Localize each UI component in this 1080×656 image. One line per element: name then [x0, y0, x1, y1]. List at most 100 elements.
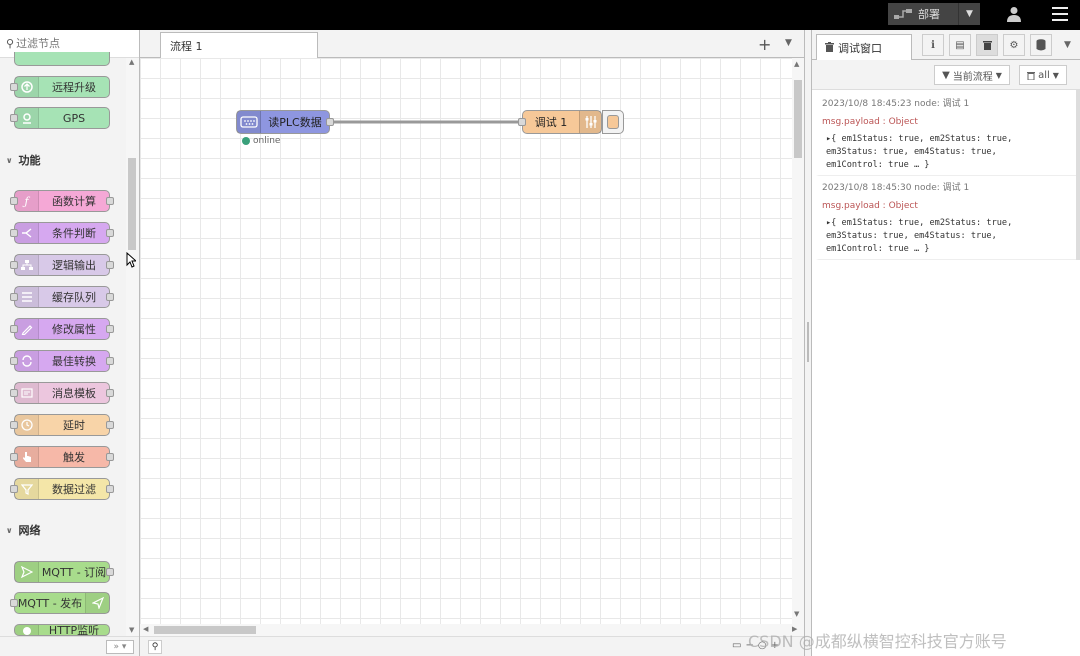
- gps-icon: [15, 108, 39, 128]
- palette-node-delay[interactable]: 延时: [10, 414, 114, 436]
- gear-icon: ⚙: [1009, 39, 1019, 51]
- palette-node-logic[interactable]: 逻辑输出: [10, 254, 114, 276]
- sidebar-more-dropdown-icon[interactable]: ▼: [1064, 40, 1071, 50]
- palette-node-switch[interactable]: 条件判断: [10, 222, 114, 244]
- scroll-down-icon[interactable]: ▼: [794, 610, 800, 618]
- scroll-down-icon[interactable]: ▼: [129, 626, 135, 634]
- delay-icon: [15, 415, 39, 435]
- zoom-reset-icon[interactable]: ○: [757, 640, 767, 651]
- debug-message-topic: msg.payload : Object: [822, 117, 918, 127]
- palette-node-trigger[interactable]: 触发: [10, 446, 114, 468]
- canvas-horizontal-scrollbar[interactable]: ◀ ▶: [140, 624, 804, 636]
- add-flow-button[interactable]: +: [758, 35, 772, 54]
- change-icon: [15, 319, 39, 339]
- tab-debug-icon[interactable]: [976, 34, 998, 56]
- canvas-hscroll-thumb[interactable]: [154, 626, 256, 634]
- flow-canvas[interactable]: 读PLC数据 online 调试 1: [140, 58, 792, 624]
- zoom-out-icon[interactable]: −: [745, 640, 754, 651]
- node-status-label: online: [253, 136, 281, 146]
- debug-message[interactable]: 2023/10/8 18:45:30 node: 调试 1 msg.payloa…: [816, 176, 1076, 260]
- filter-current-flow-button[interactable]: ▼ 当前流程 ▼: [934, 65, 1010, 85]
- function-icon: ƒ: [15, 191, 39, 211]
- palette-node-queue[interactable]: 缓存队列: [10, 286, 114, 308]
- canvas-vscroll-thumb[interactable]: [794, 80, 802, 158]
- filter-icon: ▼: [942, 69, 950, 81]
- database-icon: [1036, 39, 1046, 51]
- debug-message-meta: 2023/10/8 18:45:30 node: 调试 1: [822, 183, 970, 193]
- tab-info[interactable]: i: [922, 34, 944, 56]
- input-port: [10, 325, 18, 333]
- palette-node-partial[interactable]: [14, 52, 110, 66]
- tab-debug[interactable]: 调试窗口: [816, 34, 912, 61]
- input-port: [10, 485, 18, 493]
- user-button[interactable]: [1000, 3, 1028, 25]
- clear-messages-button[interactable]: all ▼: [1019, 65, 1067, 85]
- tab-config[interactable]: ⚙: [1003, 34, 1025, 56]
- scroll-left-icon[interactable]: ◀: [143, 625, 149, 633]
- book-icon: ▤: [955, 39, 965, 51]
- tab-help[interactable]: ▤: [949, 34, 971, 56]
- info-icon: i: [931, 39, 935, 51]
- search-icon: ⚲: [6, 37, 15, 50]
- canvas-vertical-scrollbar[interactable]: ▲ ▼: [792, 58, 804, 624]
- palette-node-http[interactable]: HTTP监听: [14, 624, 110, 636]
- scroll-up-icon[interactable]: ▲: [794, 60, 800, 68]
- input-port: [10, 83, 18, 91]
- search-icon[interactable]: ⚲: [148, 640, 162, 654]
- debug-scrollbar[interactable]: [1076, 90, 1080, 260]
- splitter-grip[interactable]: [807, 322, 809, 362]
- palette-node-remote-upgrade[interactable]: 远程升级: [10, 76, 110, 98]
- debug-message[interactable]: 2023/10/8 18:45:23 node: 调试 1 msg.payloa…: [816, 92, 1076, 176]
- node-palette: ⚲ 远程升级 GPS ∨ 功能 ƒ 函数计算 条件判断 逻辑输出 缓存队列: [0, 30, 140, 656]
- user-icon: [1007, 7, 1021, 22]
- scroll-right-icon[interactable]: ▶: [792, 625, 798, 633]
- palette-node-function[interactable]: ƒ 函数计算: [10, 190, 114, 212]
- palette-node-filter[interactable]: 数据过滤: [10, 478, 114, 500]
- deploy-dropdown-icon[interactable]: ▼: [958, 3, 980, 25]
- tab-context[interactable]: [1030, 34, 1052, 56]
- navigator-icon[interactable]: ▭: [732, 640, 742, 651]
- remote-upgrade-icon: [15, 77, 39, 97]
- palette-category-network[interactable]: ∨ 网络: [0, 516, 126, 544]
- flow-list-dropdown-icon[interactable]: ▼: [785, 38, 792, 48]
- palette-node-template[interactable]: 消息模板: [10, 382, 114, 404]
- output-port[interactable]: [326, 118, 334, 126]
- debug-message-body[interactable]: ▸{ em1Status: true, em2Status: true, em3…: [826, 218, 1013, 254]
- output-port: [106, 229, 114, 237]
- zoom-in-icon[interactable]: +: [770, 640, 779, 651]
- scroll-up-icon[interactable]: ▲: [129, 58, 135, 66]
- debug-toggle-button[interactable]: [602, 110, 624, 134]
- palette-node-label: 远程升级: [52, 81, 96, 94]
- palette-search-input[interactable]: [16, 37, 127, 50]
- clear-label: all: [1038, 69, 1050, 81]
- palette-node-mqtt-out[interactable]: MQTT - 发布: [10, 592, 110, 614]
- palette-scrollbar[interactable]: ▲ ▼: [126, 58, 139, 636]
- tab-flow-1[interactable]: 流程 1: [160, 32, 318, 59]
- sidebar-splitter[interactable]: [804, 30, 812, 656]
- main-menu-button[interactable]: [1046, 3, 1074, 25]
- toggle-indicator: [607, 115, 619, 129]
- palette-node-gps[interactable]: GPS: [10, 107, 110, 129]
- chevron-down-icon: ▼: [1052, 70, 1059, 80]
- palette-node-mqtt-in[interactable]: MQTT - 订阅: [14, 561, 114, 583]
- input-port[interactable]: [518, 118, 526, 126]
- debug-message-body[interactable]: ▸{ em1Status: true, em2Status: true, em3…: [826, 134, 1013, 170]
- palette-node-label: GPS: [62, 111, 86, 125]
- template-icon: [15, 383, 39, 403]
- palette-node-change[interactable]: 修改属性: [10, 318, 114, 340]
- palette-collapse-button[interactable]: » ▾: [106, 640, 134, 654]
- top-header: 部署 ▼: [0, 0, 1080, 30]
- palette-scrollbar-thumb[interactable]: [128, 158, 136, 250]
- palette-node-label: 函数计算: [52, 195, 96, 208]
- flow-node-debug-1[interactable]: 调试 1: [518, 110, 602, 134]
- output-port: [106, 568, 114, 576]
- palette-node-convert[interactable]: 最佳转换: [10, 350, 114, 372]
- palette-node-label: MQTT - 订阅: [41, 566, 107, 579]
- filter-icon: [15, 479, 39, 499]
- queue-icon: [15, 287, 39, 307]
- deploy-button[interactable]: 部署 ▼: [888, 3, 980, 25]
- palette-category-function[interactable]: ∨ 功能: [0, 146, 126, 174]
- mqtt-in-icon: [15, 562, 39, 582]
- watermark-text: CSDN @成都纵横智控科技官方账号: [748, 632, 1007, 651]
- flow-node-read-plc[interactable]: 读PLC数据: [236, 110, 334, 134]
